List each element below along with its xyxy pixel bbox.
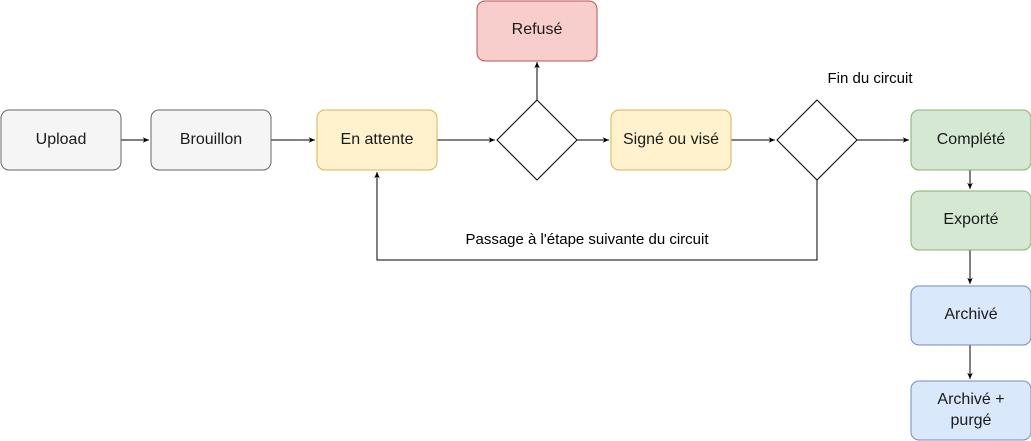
- node-archive-label: Archivé: [944, 306, 997, 323]
- node-en-attente-label: En attente: [341, 131, 414, 148]
- node-archive-purge-label-line1: Archivé +: [937, 391, 1004, 408]
- node-archive-purge-label-line2: purgé: [951, 412, 992, 429]
- node-complete-label: Complété: [937, 131, 1006, 148]
- node-exporte: Exporté: [910, 190, 1031, 251]
- node-en-attente: En attente: [316, 109, 438, 171]
- node-upload-label: Upload: [36, 131, 87, 148]
- node-archive-purge: Archivé + purgé: [910, 380, 1031, 441]
- node-refuse: Refusé: [476, 0, 598, 62]
- decision-diamond-1: [496, 99, 578, 181]
- node-upload: Upload: [0, 109, 122, 171]
- edge-decision2-loop-en-attente: [374, 172, 818, 261]
- node-brouillon-label: Brouillon: [180, 131, 242, 148]
- decision-diamond-2: [776, 99, 858, 181]
- node-signe-ou-vise-label: Signé ou visé: [623, 131, 719, 148]
- node-exporte-label: Exporté: [943, 211, 998, 228]
- label-fin-du-circuit: Fin du circuit: [827, 70, 913, 87]
- edges: [121, 62, 973, 379]
- node-signe-ou-vise: Signé ou visé: [610, 109, 732, 171]
- label-passage-etape-suivante: Passage à l'étape suivante du circuit: [465, 231, 709, 248]
- node-refuse-label: Refusé: [512, 21, 563, 38]
- node-brouillon: Brouillon: [150, 109, 272, 171]
- node-archive: Archivé: [910, 285, 1031, 346]
- node-complete: Complété: [910, 109, 1031, 171]
